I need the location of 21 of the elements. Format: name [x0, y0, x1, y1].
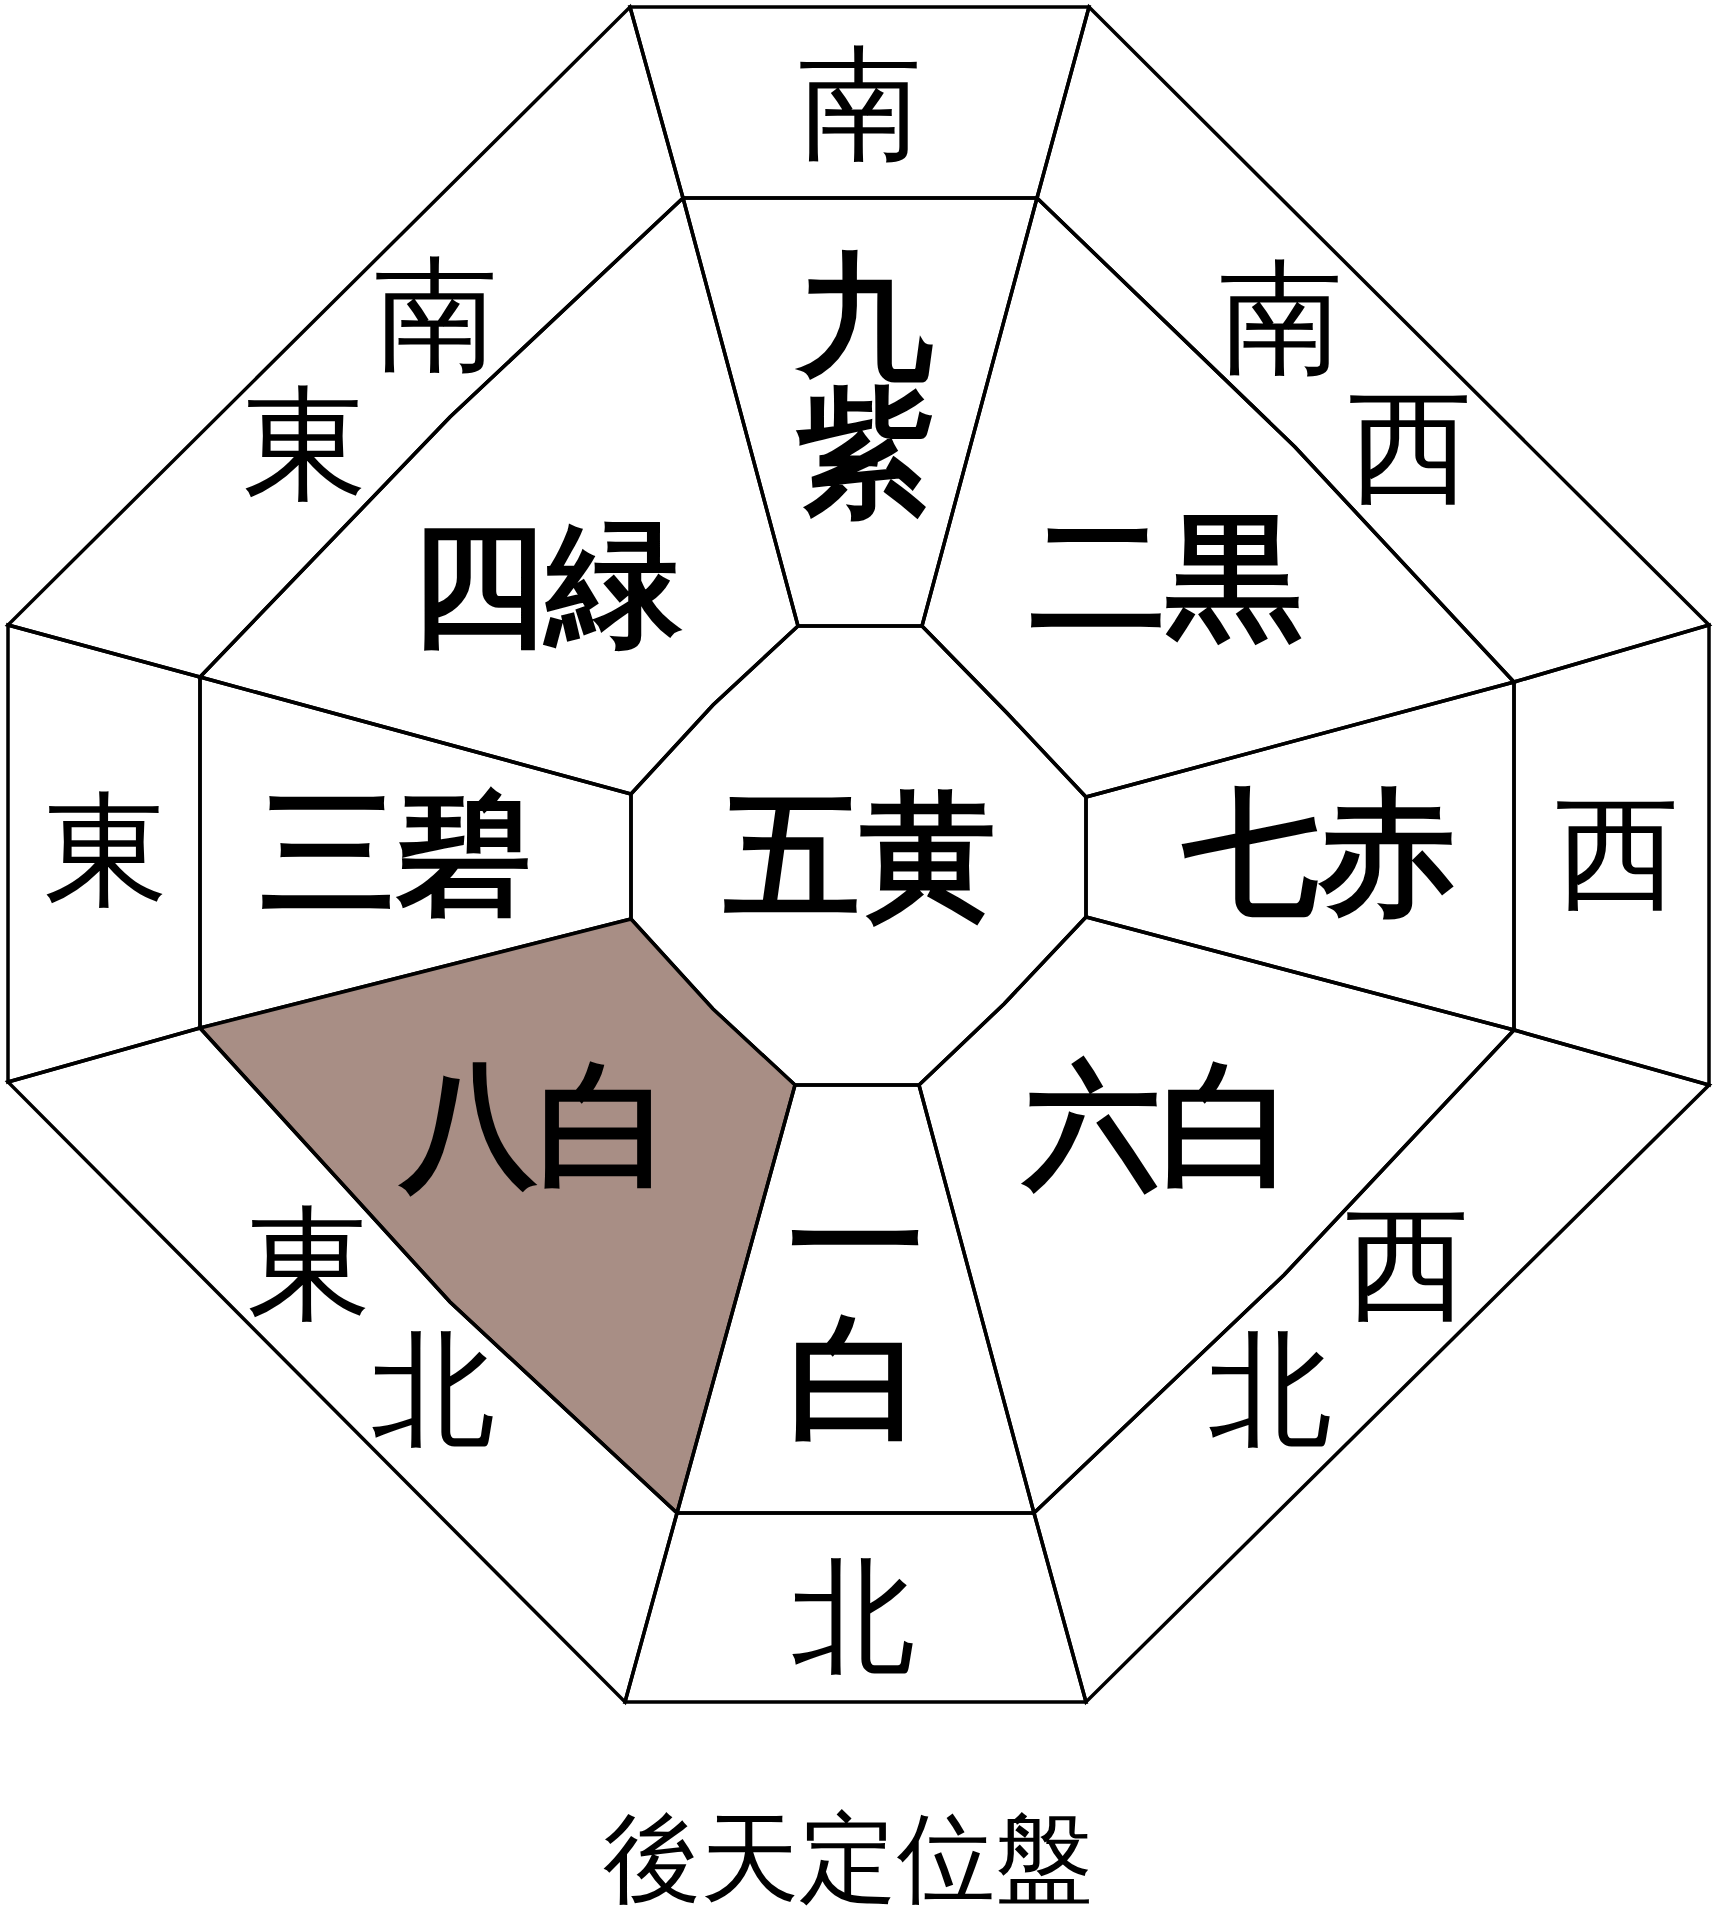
- star-label: 三碧: [260, 784, 532, 920]
- direction-label: 西: [1348, 385, 1472, 509]
- star-label: 四緑: [410, 516, 682, 652]
- direction-label: 北: [791, 1555, 915, 1679]
- star-label: 二黒: [1030, 508, 1302, 644]
- direction-label: 西: [1345, 1202, 1469, 1326]
- direction-label: 西: [1555, 791, 1679, 915]
- direction-label: 北: [1208, 1328, 1332, 1452]
- direction-label: 東: [247, 1202, 371, 1326]
- ring-segment: [1511, 622, 1712, 1088]
- star-label: 一白: [788, 1174, 924, 1446]
- star-label: 七赤: [1183, 784, 1455, 920]
- direction-label: 東: [44, 788, 168, 912]
- direction-label: 東: [243, 382, 367, 506]
- star-label: 九紫: [797, 248, 933, 520]
- direction-label: 北: [371, 1328, 495, 1452]
- caption: 後天定位盤: [603, 1809, 1093, 1907]
- direction-label: 南: [798, 42, 922, 166]
- direction-label: 南: [1219, 256, 1343, 380]
- ring-segment: [622, 1510, 1089, 1705]
- direction-label: 南: [374, 253, 498, 377]
